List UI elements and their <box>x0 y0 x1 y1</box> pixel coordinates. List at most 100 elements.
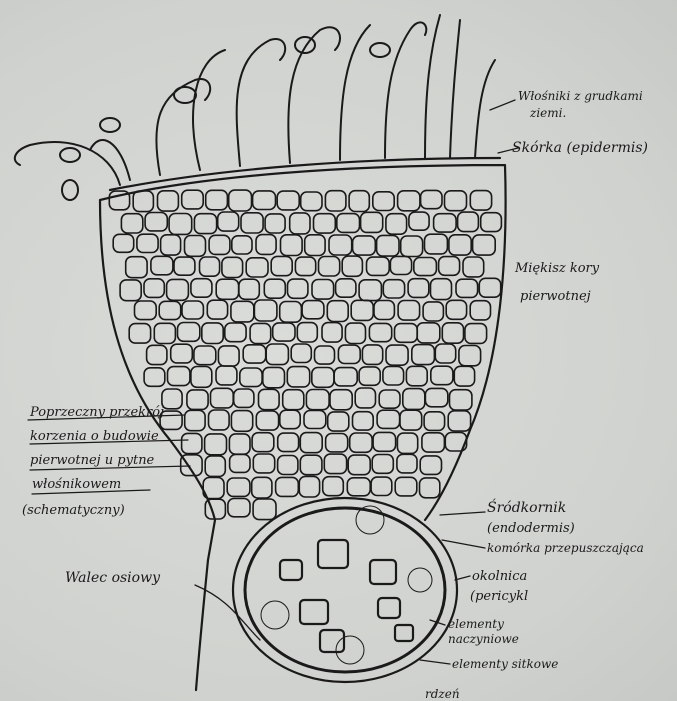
cortex-cell <box>162 389 182 409</box>
cortex-cell <box>351 300 373 320</box>
cortex-cell <box>225 323 246 342</box>
cortex-cell <box>338 345 360 363</box>
cortex-cell <box>246 258 268 277</box>
cortex-cell <box>454 366 474 386</box>
cortex-cell <box>259 389 280 409</box>
cortex-cell <box>434 214 457 232</box>
cortex-cell <box>359 280 381 301</box>
cortex-cell <box>169 214 192 235</box>
root-hairs-label: Włośniki z grudkami <box>518 89 643 103</box>
cortex-cell <box>348 455 370 475</box>
cortex-cell <box>435 344 455 363</box>
cortex-cell <box>207 300 227 319</box>
cortex-cell <box>200 257 220 276</box>
cortex-cell <box>349 191 369 212</box>
cortex-cell <box>280 410 300 429</box>
cortex-cell <box>205 434 227 455</box>
cortex-cell <box>129 324 150 344</box>
cortex-cell <box>228 499 250 517</box>
cortex-cell <box>362 345 382 365</box>
cortex-cell <box>450 390 472 410</box>
cortex-cell <box>374 301 394 320</box>
cortex-cell <box>159 301 181 319</box>
cortex-cell <box>218 346 239 366</box>
cortex-cell <box>154 323 175 343</box>
cortex-cell <box>227 478 250 496</box>
cortex-cell <box>253 499 276 520</box>
cortex-cell <box>191 367 212 388</box>
cortex-cell <box>470 191 491 211</box>
cortex-cell <box>456 279 478 297</box>
cortex-cell <box>250 323 271 343</box>
cortex-cell <box>323 477 344 496</box>
cortex-cell <box>137 234 158 252</box>
cortex-cell <box>202 323 223 344</box>
cortex-cell <box>479 278 500 297</box>
cortex-cell <box>369 323 391 341</box>
cortex-cell <box>256 235 276 255</box>
cortex-cell <box>254 300 277 321</box>
cortex-cell <box>288 279 308 298</box>
cortex-cell <box>232 236 252 254</box>
cortex-cell <box>386 214 407 235</box>
cortex-cell <box>273 323 295 341</box>
cortex-cell <box>470 301 490 320</box>
endodermis-label-2: (endodermis) <box>487 521 575 536</box>
cortex-cell <box>120 280 141 301</box>
cortex-cell <box>167 279 189 300</box>
cortex-cell <box>291 344 311 363</box>
cortex-cell <box>446 300 466 319</box>
cortex-cell <box>314 214 336 233</box>
cortex-cell <box>222 257 243 277</box>
cortex-cell <box>397 433 417 453</box>
cortex-cell <box>280 302 302 323</box>
cortex-cell <box>417 323 440 343</box>
epidermis-label: Skórka (epidermis) <box>512 140 648 156</box>
cortex-cell <box>390 256 411 274</box>
cortex-label: Miękisz kory <box>514 261 600 276</box>
phloem-label: elementy sitkowe <box>452 657 558 671</box>
cortex-cell <box>185 236 206 257</box>
cortex-cell <box>329 235 352 255</box>
cortex-cell <box>424 412 445 431</box>
cortex-cell <box>211 388 234 408</box>
title-line-4: włośnikowem <box>32 477 121 492</box>
cortex-cell <box>458 212 479 232</box>
cortex-cell <box>355 388 375 408</box>
cortex-cell <box>185 410 205 430</box>
cortex-cell <box>234 389 254 407</box>
cortex-cell <box>231 411 252 432</box>
cortex-cell <box>133 191 153 212</box>
cortex-cell <box>431 366 453 385</box>
cortex-cell <box>459 346 481 366</box>
cortex-cell <box>281 235 303 256</box>
cortex-cell <box>253 454 274 473</box>
cortex-cell <box>158 191 179 211</box>
cortex-cell <box>373 432 396 451</box>
cortex-cell <box>171 344 193 363</box>
cortex-cell <box>256 411 278 430</box>
cortex-cell <box>209 410 230 430</box>
pericycle-label: okolnica <box>472 569 527 584</box>
cortex-cell <box>395 324 418 343</box>
cortex-cell <box>421 190 442 208</box>
cortex-cell <box>353 412 374 430</box>
cortex-cell <box>299 476 319 497</box>
cortex-cell <box>240 368 262 387</box>
cortex-cell <box>144 368 165 387</box>
cortex-cell <box>229 190 252 211</box>
cortex-cell <box>265 214 285 233</box>
cortex-cell <box>386 345 408 365</box>
cortex-cell <box>408 279 429 298</box>
cortex-cell <box>218 212 239 231</box>
cortex-cell <box>135 301 157 320</box>
cortex-cell <box>178 323 200 342</box>
cortex-cell <box>168 367 190 386</box>
cortex-cell <box>253 191 276 210</box>
cortex-cell <box>271 256 292 275</box>
cortex-cell <box>209 235 230 254</box>
cortex-cell <box>182 301 203 319</box>
cortex-cell <box>449 235 471 255</box>
cortex-cell <box>161 235 181 255</box>
